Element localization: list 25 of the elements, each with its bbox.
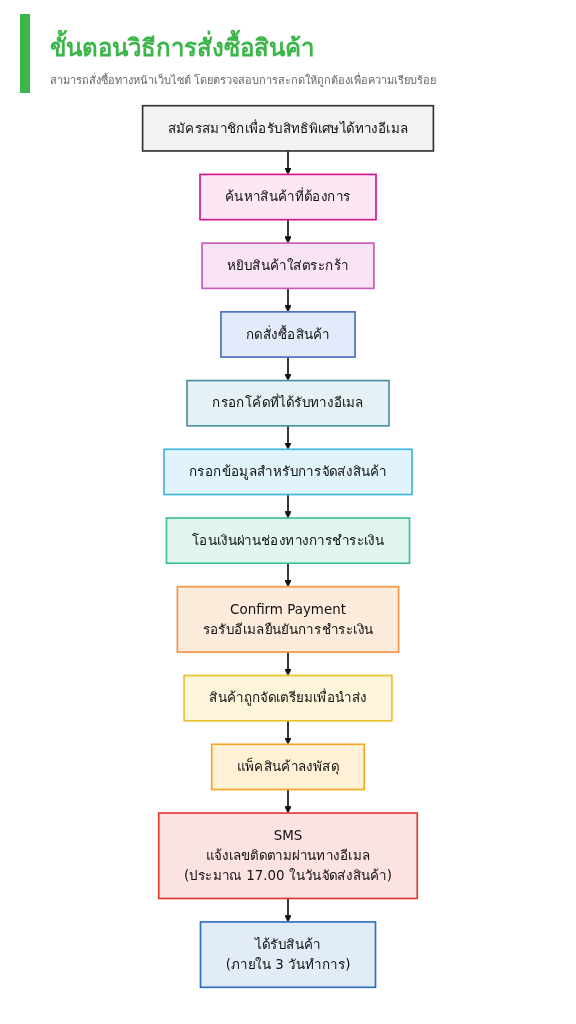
arrow bbox=[284, 150, 292, 175]
node-box: โอนเงินผ่านช่องทางการชำระเงิน bbox=[165, 517, 411, 565]
arrow bbox=[284, 719, 292, 745]
arrow bbox=[284, 287, 292, 313]
subtitle: สามารถสั่งซื้อทางหน้าเว็บไซต์ โดยตรวจสอบการสะกดให้ถูกต้องเพื่อความเรียบร้อย bbox=[50, 71, 438, 89]
arrow bbox=[284, 897, 292, 923]
node-box: Confirm Payment รอรับอีเมลยืนยันการชำระเงิน bbox=[176, 585, 400, 653]
arrow bbox=[284, 493, 292, 519]
node-box: แพ็คสินค้าลงพัสดุ bbox=[210, 743, 366, 791]
node-box: ได้รับสินค้า (ภายใน 3 วันทำการ) bbox=[199, 921, 377, 989]
node-box: สินค้าถูกจัดเตรียมเพื่อนำส่ง bbox=[183, 674, 393, 722]
arrow bbox=[284, 425, 292, 450]
node-box: SMS แจ้งเลขติดตามผ่านทางอีเมล (ประมาณ 17.00 ในวันจัดส่งสินค้า) bbox=[157, 812, 419, 900]
node-box: กรอกโค้ดที่ได้รับทางอีเมล bbox=[186, 379, 390, 427]
node-box: กรอกข้อมูลสำหรับการจัดส่งสินค้า bbox=[163, 448, 413, 496]
arrow bbox=[284, 562, 292, 588]
arrow bbox=[284, 651, 292, 676]
arrow bbox=[284, 788, 292, 814]
node-box: สมัครสมาชิกเพื่อรับสิทธิพิเศษได้ทางอีเมล bbox=[141, 104, 435, 152]
title: ขั้นตอนวิธีการสั่งซื้อสินค้า bbox=[50, 28, 536, 67]
arrow bbox=[284, 356, 292, 381]
node-box: กดสั่งซื้อสินค้า bbox=[220, 311, 356, 358]
node-box: ค้นหาสินค้าที่ต้องการ bbox=[199, 173, 377, 221]
node-box: หยิบสินค้าใส่ตระกร้า bbox=[201, 242, 375, 290]
arrow bbox=[284, 218, 292, 244]
